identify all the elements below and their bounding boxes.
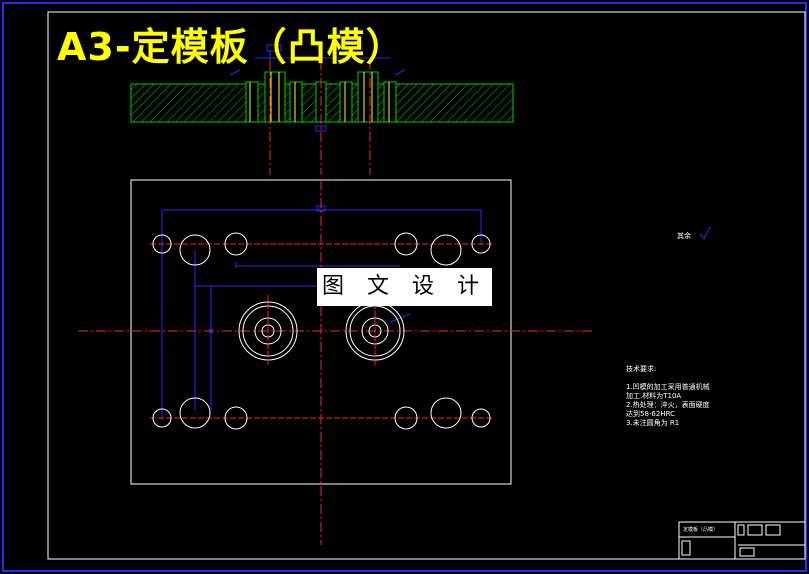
- plan-view: [78, 179, 592, 545]
- tech-requirements-line: 加工.材料为T10A: [626, 392, 682, 400]
- title-block: [678, 521, 806, 560]
- tech-requirements-line: 达到58-62HRC: [626, 410, 676, 418]
- watermark-label: 图 文 设 计: [317, 268, 492, 306]
- drawing-title: A3-定模板（凸模）: [57, 25, 405, 69]
- section-view: [130, 44, 514, 175]
- tech-requirements-line: 2.热处理：淬火，表面硬度: [626, 401, 710, 409]
- roughness-symbol: [699, 226, 711, 240]
- title-block-part-name: 定模板（凸模）: [683, 527, 719, 533]
- tech-requirements: 技术要求: 1.凹模的加工采用普通机械 加工.材料为T10A 2.热处理：淬火，…: [626, 364, 710, 428]
- drawing-border: [47, 11, 806, 560]
- tech-requirements-line: 1.凹模的加工采用普通机械: [626, 383, 710, 391]
- tech-requirements-line: 3.未注圆角为 R1: [626, 419, 680, 427]
- tech-requirements-heading: 技术要求:: [626, 365, 657, 373]
- remaining-surface-note: 其余: [677, 232, 691, 240]
